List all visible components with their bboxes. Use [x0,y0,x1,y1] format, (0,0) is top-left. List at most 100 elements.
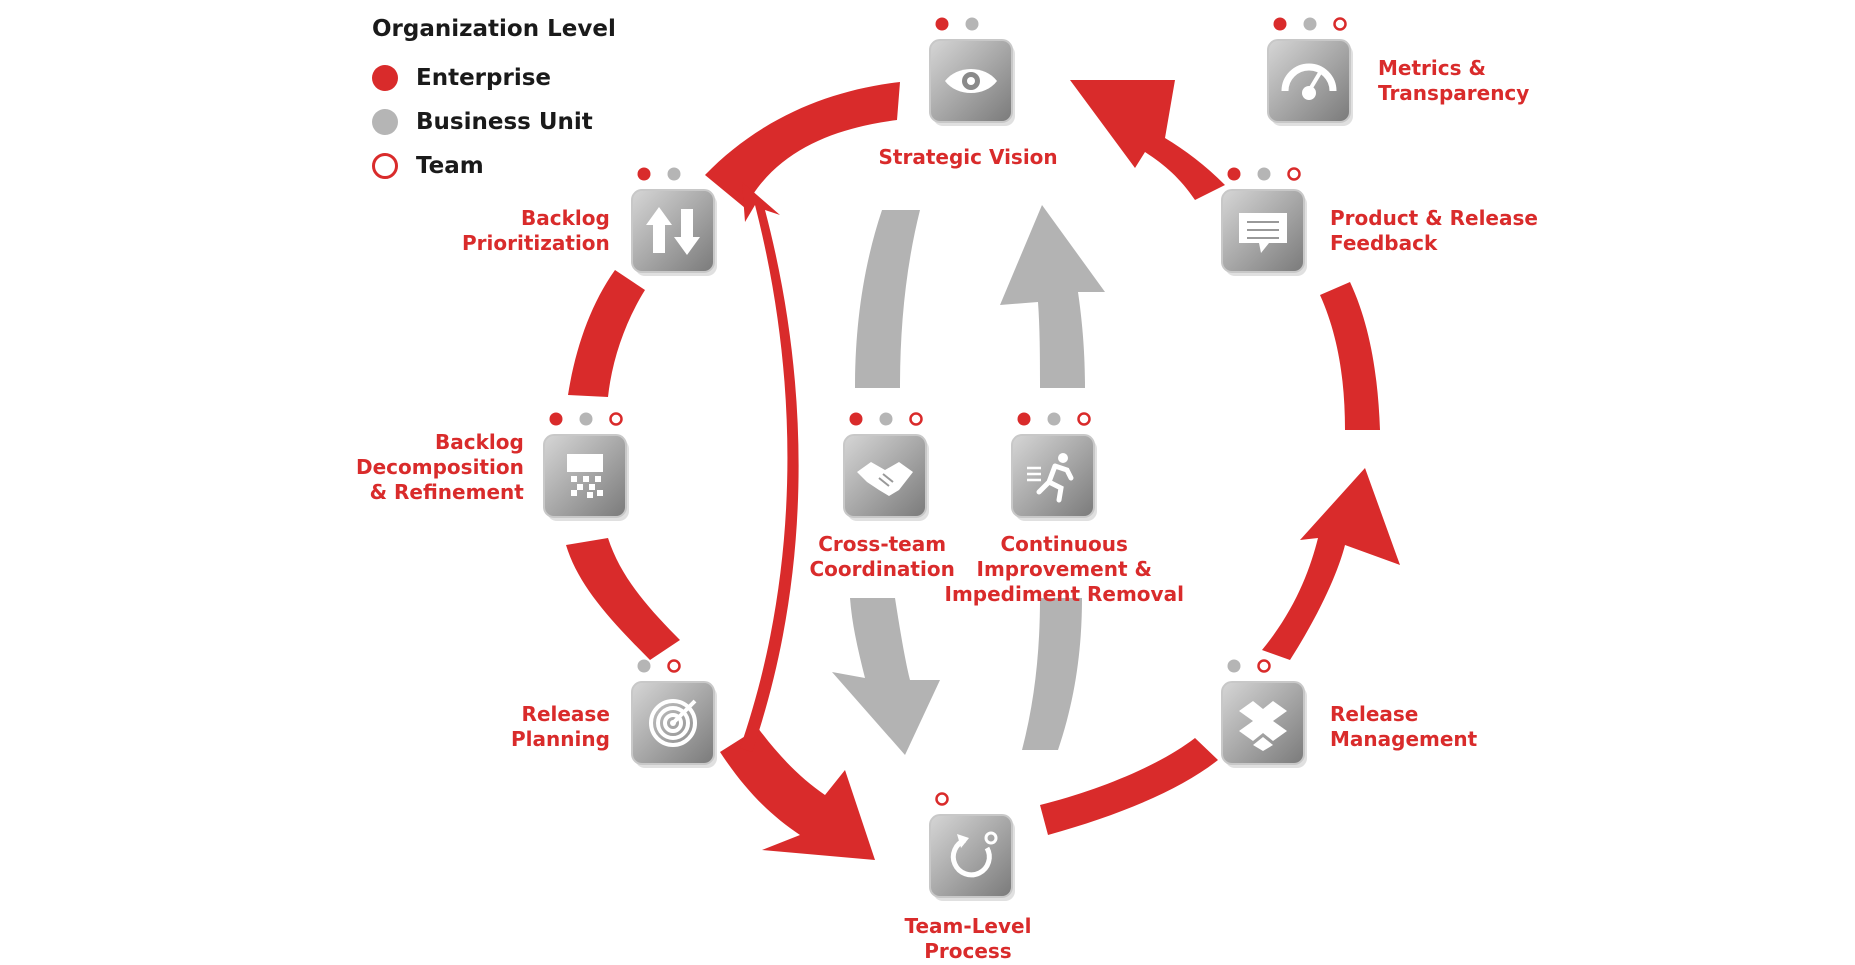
label-line: Impediment Removal [944,582,1184,606]
handshake-icon [857,462,913,496]
business-unit-level-dot [879,412,893,426]
label-line: Planning [511,727,610,751]
sort-arrows-icon [646,207,700,255]
label-line: Coordination [809,557,955,581]
arc-prioritization-to-vision [705,82,900,208]
label-line: Release [521,702,610,726]
node-cross-team-coordination [843,412,929,521]
legend-item-enterprise: Enterprise [372,56,616,100]
team-level-dot [1077,412,1091,426]
flow-arrows-gray [832,205,1105,755]
node-release-management [1221,659,1307,768]
label-line: Management [1330,727,1478,751]
enterprise-level-dot [549,412,563,426]
arc-team-to-management [1040,738,1218,835]
label-line: & Refinement [369,480,524,504]
legend-item-business-unit: Business Unit [372,100,616,144]
enterprise-level-dot [1017,412,1031,426]
process-nodes [543,17,1353,901]
gray-vision-to-coordination [855,210,920,388]
arc-planning-to-prioritization [740,182,799,752]
label-line: Backlog [520,206,610,230]
flow-arrows-red [566,80,1400,860]
label-line: Decomposition [356,455,524,479]
label-line: Feedback [1330,231,1438,255]
team-level-dot [1287,167,1301,181]
legend-label-team: Team [416,153,484,179]
label-line: Improvement & [976,557,1152,581]
enterprise-level-dot [1227,167,1241,181]
enterprise-level-dot [849,412,863,426]
business-unit-level-dot [1047,412,1061,426]
label-metrics-transparency: Metrics &Transparency [1378,56,1529,106]
node-backlog-prioritization [631,167,717,276]
label-line: Cross-team [818,532,947,556]
node-backlog-decomposition [543,412,629,521]
business-unit-level-dot [1257,167,1271,181]
arc-management-to-feedback [1262,468,1400,660]
node-box [1267,39,1351,123]
node-strategic-vision [929,17,1015,126]
label-line: Process [924,939,1012,963]
arc-right-segment [1320,282,1380,430]
label-line: Release [1330,702,1419,726]
arc-planning-to-team [720,728,875,860]
label-strategic-vision: Strategic Vision [879,145,1058,170]
team-level-dot [609,412,623,426]
team-level-dot [1257,659,1271,673]
legend-label-business-unit: Business Unit [416,109,593,135]
node-box [631,189,715,273]
label-line: Transparency [1378,81,1530,105]
pixel-breakdown-icon [567,454,603,498]
legend-title: Organization Level [372,16,616,42]
gray-coordination-to-team [832,598,940,755]
gauge-icon [1281,63,1337,100]
node-continuous-improvement [1011,412,1097,521]
legend-label-enterprise: Enterprise [416,65,552,91]
business-unit-level-dot [667,167,681,181]
node-product-release-feedback [1221,167,1307,276]
business-unit-dot-icon [372,109,398,135]
legend: Organization Level Enterprise Business U… [372,16,616,188]
team-level-dot [1333,17,1347,31]
legend-item-team: Team [372,144,616,188]
business-unit-level-dot [965,17,979,31]
enterprise-level-dot [935,17,949,31]
label-line: Product & Release [1330,206,1538,230]
chat-bubble-icon [1239,213,1287,253]
arc-planning-to-decomposition [566,538,680,660]
business-unit-level-dot [637,659,651,673]
enterprise-level-dot [637,167,651,181]
node-metrics-transparency [1267,17,1353,126]
label-line: Continuous [1000,532,1128,556]
eye-icon [945,69,997,93]
enterprise-dot-icon [372,65,398,91]
label-line: Backlog [435,430,524,454]
business-unit-level-dot [579,412,593,426]
target-icon [649,699,697,747]
label-line: Team-Level [904,914,1032,938]
team-level-dot [909,412,923,426]
team-ring-icon [372,153,398,179]
business-unit-level-dot [1303,17,1317,31]
cycle-icon [950,831,998,878]
node-box [929,814,1013,898]
box-layers-icon [1239,701,1287,751]
label-line: Metrics & [1378,56,1486,80]
gray-improvement-to-vision [1000,205,1105,388]
team-level-dot [667,659,681,673]
label-line: Prioritization [462,231,610,255]
runner-icon [1027,453,1074,503]
team-level-dot [935,792,949,806]
node-release-planning [631,659,717,768]
enterprise-level-dot [1273,17,1287,31]
arc-feedback-to-vision [1070,80,1225,200]
node-team-level-process [929,792,1015,901]
